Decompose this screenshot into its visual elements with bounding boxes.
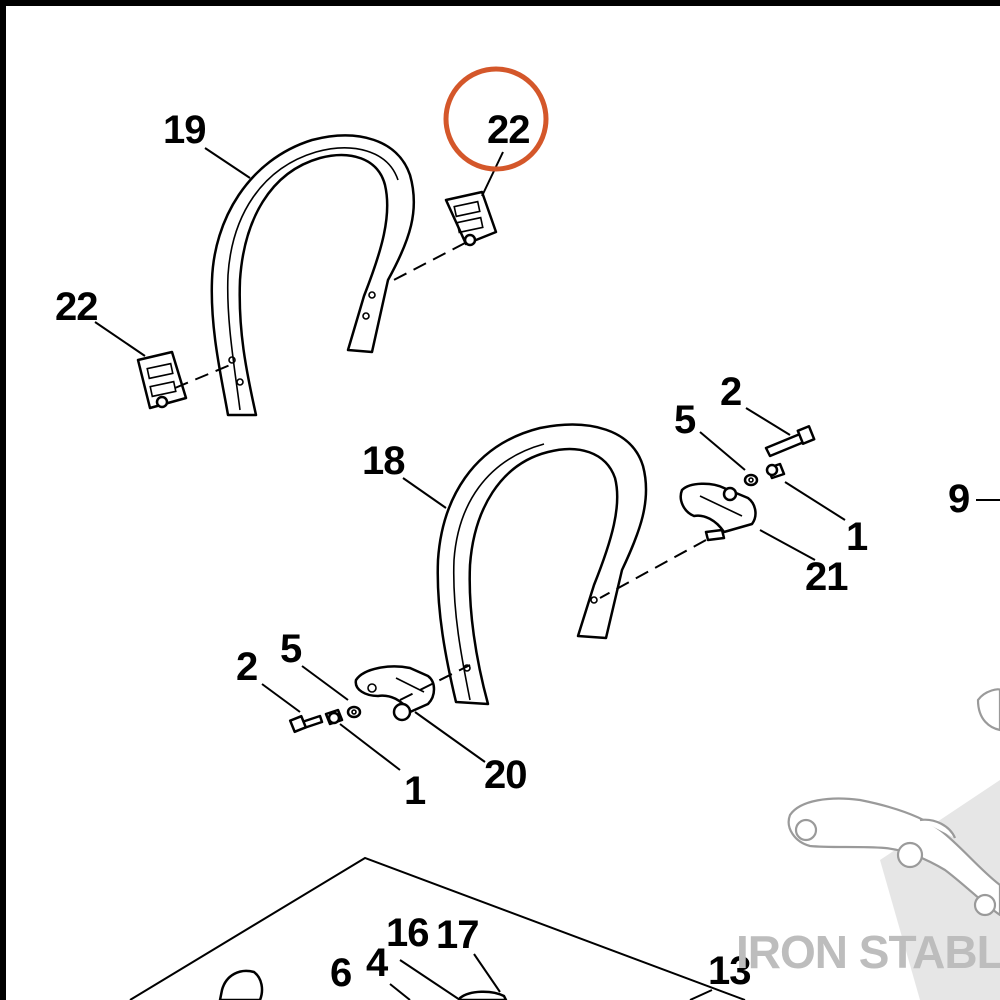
callout-9: 9 <box>948 477 969 521</box>
washer-5-upper <box>743 473 759 487</box>
callout-17: 17 <box>436 913 479 957</box>
leader-lines <box>94 147 1000 771</box>
callout-5-upper: 5 <box>674 398 696 442</box>
callout-20: 20 <box>484 753 527 797</box>
callout-16: 16 <box>386 911 429 955</box>
screw-1-upper <box>765 462 786 480</box>
bracket-21 <box>679 482 757 542</box>
callout-5-lower: 5 <box>280 627 302 671</box>
callout-13: 13 <box>708 949 751 993</box>
handle-bow-18 <box>436 423 648 706</box>
callout-4: 4 <box>366 941 389 985</box>
callout-2-upper: 2 <box>720 370 741 414</box>
screw-2-upper <box>764 425 816 458</box>
callout-22-left: 22 <box>55 285 98 329</box>
washer-5-lower <box>346 705 362 719</box>
callout-2-lower: 2 <box>236 645 257 689</box>
clip-22-left <box>136 350 188 410</box>
assembly-lines <box>174 242 707 701</box>
callout-22-upper: 22 <box>487 108 530 152</box>
highlight-circle <box>443 66 549 172</box>
screw-1-lower <box>324 708 344 726</box>
bracket-20 <box>354 665 436 722</box>
lower-subassembly <box>129 856 746 1000</box>
background-handle-part <box>787 688 1000 1000</box>
callout-labels: 19 22 22 18 2 5 1 21 9 2 5 20 1 16 17 6 … <box>55 108 970 995</box>
callout-21: 21 <box>805 555 848 599</box>
watermark-text: IRON STABLE <box>736 926 1000 978</box>
callout-1-lower: 1 <box>404 769 426 813</box>
callout-18: 18 <box>362 439 405 483</box>
handle-bow-19 <box>210 134 416 417</box>
callout-19: 19 <box>163 108 206 152</box>
callout-6: 6 <box>330 951 351 995</box>
callout-1-upper: 1 <box>846 515 868 559</box>
clip-22-upper <box>444 190 498 247</box>
screw-2-lower <box>288 714 324 734</box>
